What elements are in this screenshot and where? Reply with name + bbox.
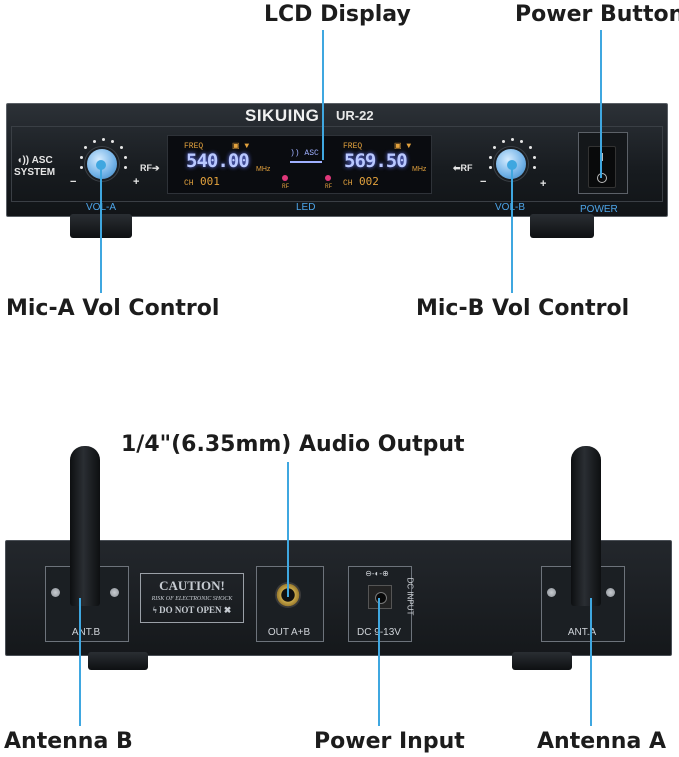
leader-lcd bbox=[322, 30, 324, 160]
vol-b-plus: + bbox=[540, 178, 547, 190]
ch-a-value: 001 bbox=[200, 175, 220, 188]
power-label: POWER bbox=[580, 204, 618, 215]
vol-a-minus: − bbox=[70, 176, 77, 188]
leader-mic-b-dot bbox=[507, 160, 517, 170]
callout-power-input: Power Input bbox=[314, 729, 465, 754]
rf-b-label: RF bbox=[325, 183, 333, 190]
out-label: OUT A+B bbox=[267, 627, 311, 638]
callout-lcd-display: LCD Display bbox=[264, 2, 411, 27]
freq-b-label: FREQ bbox=[343, 142, 363, 151]
rear-foot-left bbox=[88, 652, 148, 670]
antenna-a bbox=[571, 446, 601, 606]
leader-antenna-b bbox=[79, 598, 81, 726]
callout-mic-a: Mic-A Vol Control bbox=[6, 296, 220, 321]
mhz-a: MHz bbox=[256, 166, 271, 173]
antenna-b bbox=[70, 446, 100, 606]
power-on-mark-icon bbox=[601, 153, 603, 161]
dc-input-jack[interactable] bbox=[368, 585, 392, 609]
ant-a-label: ANT.A bbox=[567, 627, 597, 638]
leader-audio bbox=[287, 462, 289, 597]
screw-icon bbox=[51, 588, 60, 597]
callout-antenna-a: Antenna A bbox=[537, 729, 666, 754]
ant-b-label: ANT.B bbox=[71, 627, 101, 638]
freq-a-value: 540.00 bbox=[186, 150, 250, 172]
ch-a-label: CH bbox=[184, 179, 194, 188]
lcd-icons-a: ▣ ▼ bbox=[232, 142, 250, 151]
dc-input-label: DC INPUT bbox=[405, 577, 415, 616]
vol-b-minus: − bbox=[480, 176, 487, 188]
rf-b-indicator bbox=[325, 175, 331, 181]
caution-title: CAUTION! bbox=[159, 578, 225, 593]
leader-power bbox=[600, 30, 602, 178]
asc-indicator: )) ASC bbox=[290, 149, 319, 158]
callout-mic-b: Mic-B Vol Control bbox=[416, 296, 630, 321]
rf-left-label: ⬅RF bbox=[453, 163, 473, 173]
callout-antenna-b: Antenna B bbox=[4, 729, 133, 754]
front-foot-right bbox=[530, 214, 594, 238]
leader-mic-a bbox=[100, 165, 102, 293]
leader-mic-b bbox=[511, 165, 513, 293]
arrow-left-icon: ⬅ bbox=[453, 163, 461, 173]
power-switch[interactable] bbox=[588, 146, 616, 188]
lightning-icon: ϟ bbox=[152, 605, 157, 615]
asc-line2: SYSTEM bbox=[14, 167, 56, 178]
power-off-mark-icon bbox=[597, 173, 607, 183]
ch-b-value: 002 bbox=[359, 175, 379, 188]
screw-icon bbox=[547, 588, 556, 597]
caution-sub: RISK OF ELECTRONIC SHOCK bbox=[151, 596, 233, 602]
dc-polarity-icon: ⊖-◐-⊕ bbox=[365, 569, 389, 578]
leader-antenna-a bbox=[590, 598, 592, 726]
asc-system-label: ◖)) ASC SYSTEM bbox=[14, 155, 55, 179]
model-label: UR-22 bbox=[336, 108, 374, 123]
arrow-right-icon: ➔ bbox=[152, 163, 160, 173]
mhz-b: MHz bbox=[412, 166, 427, 173]
caution-label: CAUTION! RISK OF ELECTRONIC SHOCK ϟ DO N… bbox=[140, 573, 244, 623]
asc-line1: ASC bbox=[31, 155, 53, 166]
signal-icon: ◖)) bbox=[16, 155, 30, 166]
rear-foot-right bbox=[512, 652, 572, 670]
freq-a-label: FREQ bbox=[184, 142, 204, 151]
led-bar bbox=[290, 161, 322, 163]
leader-mic-a-dot bbox=[96, 160, 106, 170]
rf-a-indicator bbox=[282, 175, 288, 181]
screw-icon bbox=[606, 588, 615, 597]
screw-icon bbox=[110, 588, 119, 597]
front-panel-frame bbox=[11, 126, 663, 202]
brand-label: SIKUING bbox=[245, 106, 320, 125]
led-label: LED bbox=[296, 202, 316, 213]
vol-a-plus: + bbox=[133, 176, 140, 188]
lcd-icons-b: ▣ ▼ bbox=[394, 142, 412, 151]
caution-do-not-open: ϟ DO NOT OPEN ✖ bbox=[152, 605, 232, 615]
tools-icon: ✖ bbox=[223, 605, 232, 615]
rf-right-label: RF➔ bbox=[140, 163, 160, 173]
vol-b-label: VOL-B bbox=[495, 202, 526, 213]
callout-audio-output: 1/4"(6.35mm) Audio Output bbox=[121, 432, 465, 457]
freq-b-value: 569.50 bbox=[344, 150, 408, 172]
callout-power-button: Power Button bbox=[515, 2, 679, 27]
leader-power-input bbox=[378, 598, 380, 726]
rf-a-label: RF bbox=[282, 183, 290, 190]
ch-b-label: CH bbox=[343, 179, 353, 188]
lcd-display: FREQ ▣ ▼ 540.00 MHz CH 001 RF )) ASC FRE… bbox=[167, 135, 432, 194]
